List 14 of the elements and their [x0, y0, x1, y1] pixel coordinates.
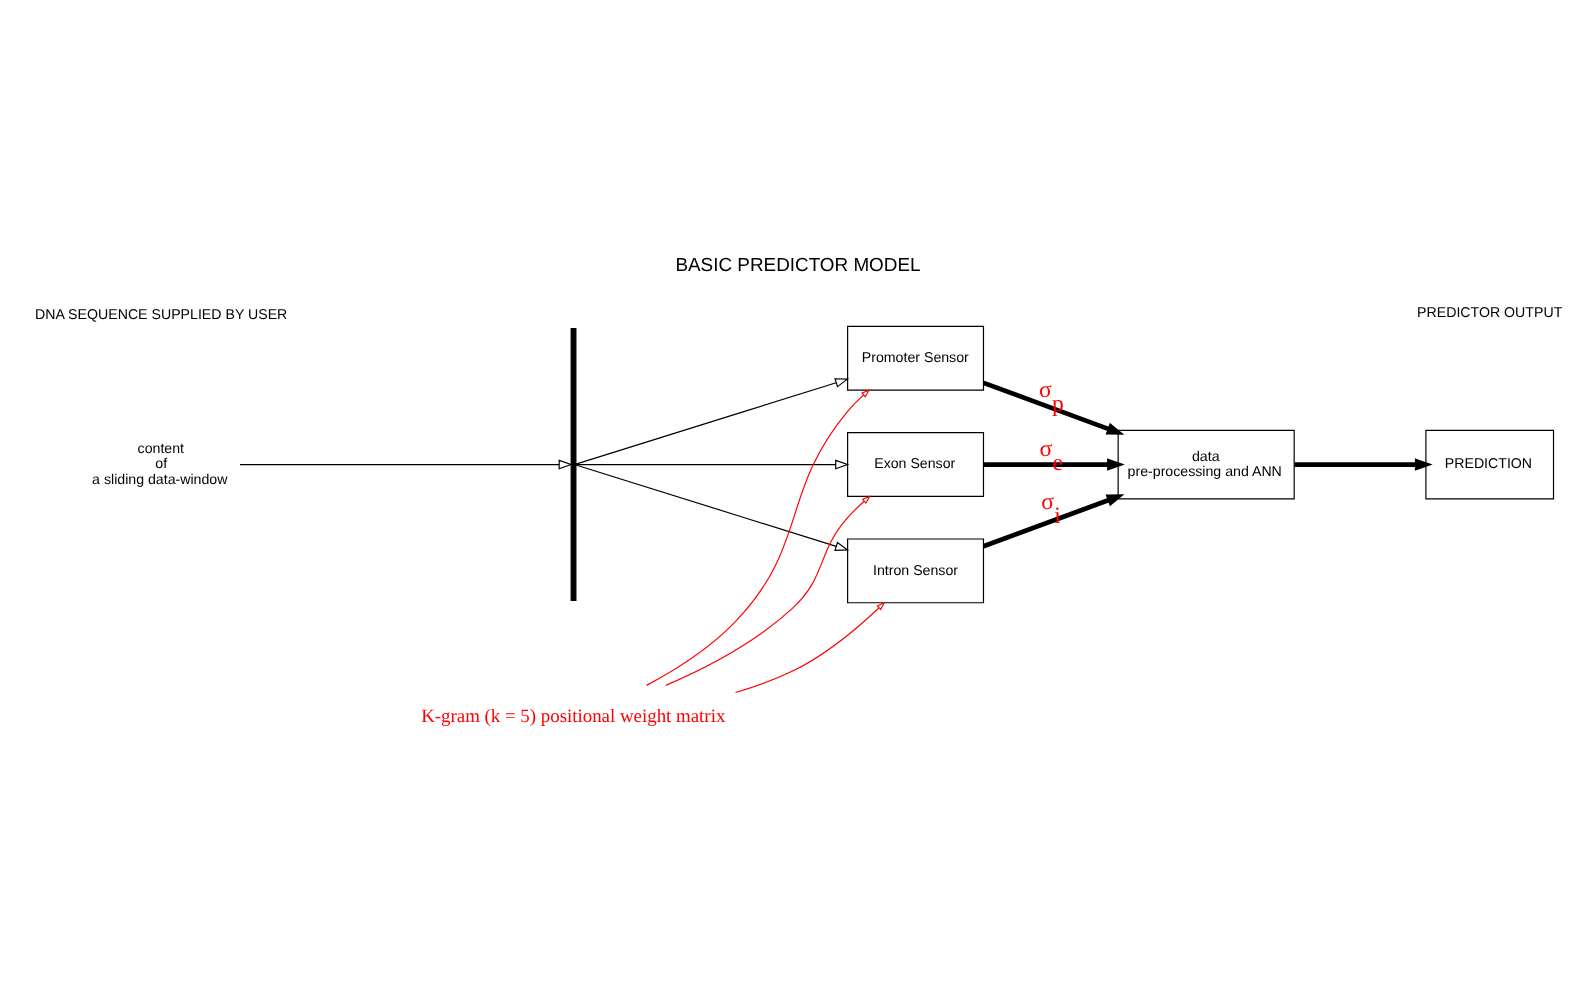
arrow	[983, 458, 1125, 471]
node-text: K-gram (k = 5) positional weight matrix	[421, 707, 726, 728]
arrow	[575, 378, 850, 465]
arrow	[575, 459, 850, 470]
arrow	[646, 389, 871, 686]
arrow	[982, 494, 1125, 549]
arrow	[734, 601, 886, 694]
arrow	[665, 495, 872, 686]
arrow	[982, 380, 1125, 435]
arrow	[575, 464, 850, 551]
node-bar	[570, 328, 577, 601]
arrow	[1294, 458, 1433, 471]
diagram-title: BASIC PREDICTOR MODEL	[675, 254, 921, 277]
arrow	[239, 459, 573, 470]
